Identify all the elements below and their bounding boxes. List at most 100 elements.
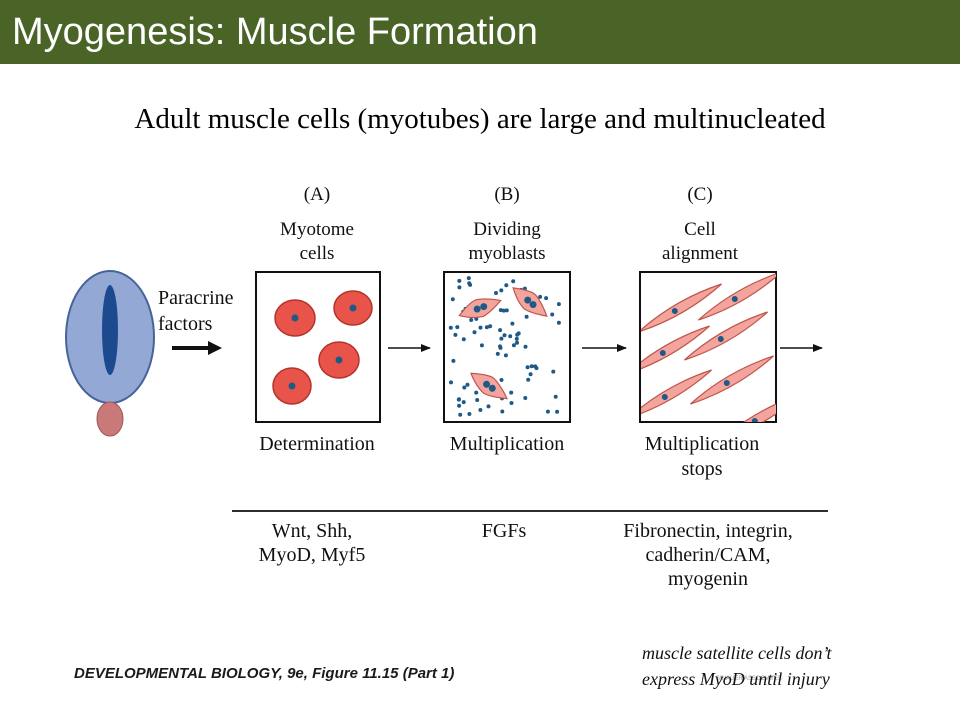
aligned-cell-group — [641, 272, 776, 422]
myotome-cell — [318, 341, 360, 379]
fgf-dot — [498, 328, 503, 333]
fgf-dot — [474, 390, 479, 395]
paracrine-arrowhead — [208, 341, 222, 355]
fgf-dot — [457, 403, 462, 408]
fgf-dot — [528, 372, 533, 377]
notochord-blob — [96, 401, 124, 437]
fgf-dot — [509, 390, 514, 395]
fgf-dot — [499, 288, 504, 293]
factors-b-1: FGFs — [482, 520, 527, 542]
dividing-myoblast — [512, 287, 548, 317]
panel-c-heading-2: alignment — [662, 243, 739, 264]
aligned-myoblast — [641, 369, 712, 419]
fgf-dot — [462, 385, 467, 390]
fgf-dot — [472, 330, 477, 335]
fgf-dot — [538, 294, 543, 299]
fgf-dot — [553, 394, 558, 399]
publisher-watermark: SINAUER ASSOCIATES — [716, 676, 782, 682]
fgf-dot — [556, 302, 561, 307]
fgf-dot — [495, 351, 500, 356]
fgf-dot — [469, 318, 474, 322]
fgf-dot — [465, 382, 470, 387]
fgf-dot — [509, 401, 514, 405]
fgf-dot — [515, 340, 519, 345]
fgf-dot — [484, 325, 489, 330]
fgf-dot — [475, 398, 480, 402]
fgf-dot — [466, 276, 471, 281]
fgf-dot — [516, 331, 521, 336]
aligned-myoblast — [684, 311, 768, 361]
fgf-dot — [457, 285, 462, 290]
satellite-cells-note: muscle satellite cells don’t express Myo… — [642, 640, 831, 692]
panel-b-heading-1: Dividing — [473, 219, 541, 240]
fgf-dot — [556, 320, 561, 325]
aligned-myoblast — [641, 283, 722, 333]
dividing-myoblast — [458, 298, 502, 319]
fgf-dot — [478, 408, 483, 412]
fgf-dot — [451, 358, 456, 363]
fgf-dot — [488, 324, 493, 329]
myotome-cell — [333, 290, 373, 326]
fgf-dot — [494, 291, 498, 295]
note-line-1: muscle satellite cells don’t — [642, 643, 832, 663]
panel-c-heading-1: Cell — [684, 219, 716, 240]
fgf-dot — [555, 409, 560, 414]
fgf-dot — [511, 279, 516, 284]
fgf-dot — [453, 332, 458, 337]
fgf-dot — [503, 353, 508, 358]
factors-c-2: cadherin/CAM, — [646, 544, 771, 566]
fgf-dot — [504, 308, 509, 313]
fgf-dot — [478, 325, 483, 330]
fgf-dot — [523, 344, 528, 349]
panel-b-box — [443, 271, 571, 423]
aligned-myoblast — [698, 272, 776, 321]
fgf-dot — [504, 283, 509, 288]
panel-a-heading-1: Myotome — [280, 219, 354, 240]
dividing-myoblast — [470, 372, 509, 400]
slide-title: Myogenesis: Muscle Formation — [12, 11, 538, 53]
fgf-dot — [486, 404, 491, 409]
caption-multiplication: Multiplication — [450, 433, 564, 455]
title-bar: Myogenesis: Muscle Formation — [0, 0, 960, 64]
panel-a-heading-2: cells — [300, 243, 335, 264]
fgf-dot — [525, 365, 530, 370]
factors-a-1: Wnt, Shh, — [272, 520, 353, 542]
myotome-cell — [272, 367, 312, 405]
aligned-myoblast — [641, 325, 710, 375]
fgf-dot — [508, 334, 513, 339]
factors-a-2: MyoD, Myf5 — [259, 544, 366, 566]
fgf-dot — [550, 312, 555, 317]
fgf-dot — [551, 369, 556, 374]
fgf-dot — [457, 278, 462, 283]
fgf-dot — [461, 337, 466, 342]
fgf-dot — [524, 314, 529, 319]
fgf-dot — [456, 397, 461, 402]
paracrine-label: Paracrine — [158, 287, 234, 309]
fgf-dot — [501, 308, 506, 313]
figure-credit: DEVELOPMENTAL BIOLOGY, 9e, Figure 11.15 … — [74, 665, 455, 682]
fgf-dot — [510, 321, 515, 326]
factors-label: factors — [158, 313, 213, 335]
myotome-cell — [274, 299, 316, 337]
panel-a-letter: (A) — [304, 184, 330, 205]
myotome-cell-group — [272, 290, 373, 405]
fgf-dot — [523, 396, 528, 400]
fgf-dot — [533, 364, 538, 369]
fgf-dot — [526, 377, 531, 382]
fgf-dot — [450, 297, 455, 302]
caption-multiplication-stops-2: stops — [681, 458, 722, 480]
neural-tube — [102, 285, 118, 375]
panel-b-heading-2: myoblasts — [468, 243, 545, 264]
fgf-dot — [514, 336, 519, 341]
panel-c-letter: (C) — [687, 184, 712, 205]
fgf-dot — [467, 281, 472, 286]
slide-subtitle: Adult muscle cells (myotubes) are large … — [134, 103, 826, 135]
caption-determination: Determination — [259, 433, 375, 455]
fgf-dot — [448, 325, 453, 330]
aligned-myoblast — [718, 393, 776, 422]
fgf-dot — [545, 409, 550, 414]
fgf-dot — [500, 409, 505, 414]
dividing-myoblast-group — [458, 287, 548, 400]
fgf-dot — [455, 325, 460, 330]
